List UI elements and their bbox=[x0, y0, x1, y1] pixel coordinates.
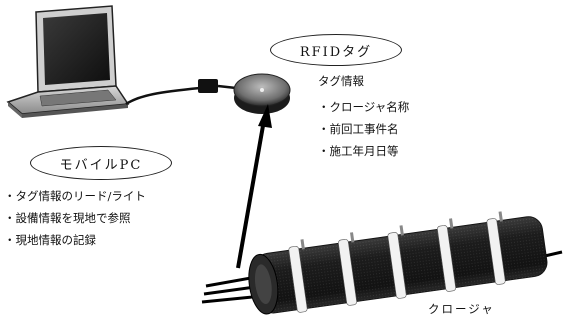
list-item: 現地情報の記録 bbox=[4, 232, 146, 254]
mobile-pc-label: モバイルPC bbox=[30, 146, 172, 180]
tag-info-heading: タグ情報 bbox=[318, 74, 364, 88]
rfid-tag-label: RFIDタグ bbox=[270, 34, 402, 66]
tag-info-list: クロージャ名称 前回工事件名 施工年月日等 bbox=[318, 99, 410, 165]
list-item: クロージャ名称 bbox=[318, 99, 410, 121]
pc-function-list: タグ情報のリード/ライト 設備情報を現地で参照 現地情報の記録 bbox=[4, 188, 146, 254]
arrow bbox=[236, 104, 272, 269]
rfid-tag-icon bbox=[233, 73, 291, 114]
usb-cable bbox=[125, 79, 237, 106]
list-item: タグ情報のリード/ライト bbox=[4, 188, 146, 210]
laptop-icon bbox=[6, 5, 130, 118]
mobile-pc-label-text: モバイルPC bbox=[59, 157, 143, 173]
list-item: 施工年月日等 bbox=[318, 143, 409, 165]
list-item: 設備情報を現地で参照 bbox=[4, 210, 146, 232]
list-item: 前回工事件名 bbox=[318, 121, 409, 143]
closure-label: クロージャ bbox=[428, 302, 495, 316]
closure-icon bbox=[248, 211, 548, 315]
rfid-tag-label-text: RFIDタグ bbox=[299, 44, 373, 60]
